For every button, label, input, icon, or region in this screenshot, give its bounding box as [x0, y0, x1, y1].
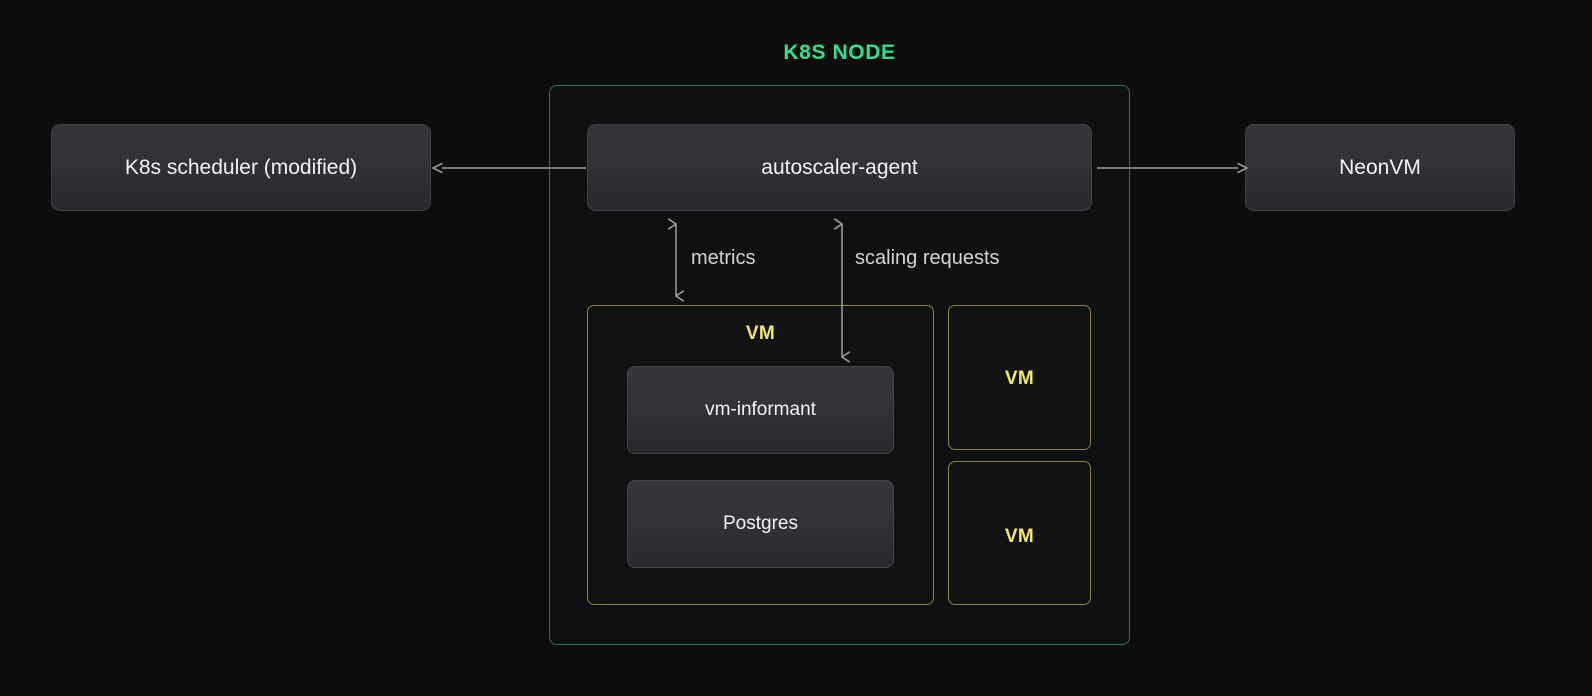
scaling-requests-arrow-label: scaling requests	[855, 247, 1000, 269]
vm-informant-label: vm-informant	[705, 399, 816, 420]
vm-secondary-label-1: VM	[1004, 368, 1035, 389]
neonvm-label: NeonVM	[1339, 155, 1421, 179]
vm-secondary-box-1[interactable]	[948, 305, 1091, 450]
postgres-box[interactable]: Postgres	[627, 480, 894, 568]
autoscaler-agent-label: autoscaler-agent	[761, 155, 918, 179]
vm-secondary-label-2: VM	[1004, 526, 1035, 547]
k8s-node-title: K8S NODE	[783, 41, 896, 64]
vm-main-label: VM	[745, 323, 776, 344]
postgres-label: Postgres	[723, 513, 798, 534]
neonvm-box[interactable]: NeonVM	[1245, 124, 1515, 211]
autoscaler-agent-box[interactable]: autoscaler-agent	[587, 124, 1092, 211]
k8s-scheduler-box[interactable]: K8s scheduler (modified)	[51, 124, 431, 211]
metrics-arrow-label: metrics	[691, 247, 756, 269]
vm-secondary-box-2[interactable]	[948, 461, 1091, 605]
k8s-scheduler-label: K8s scheduler (modified)	[124, 155, 358, 179]
vm-informant-box[interactable]: vm-informant	[627, 366, 894, 454]
